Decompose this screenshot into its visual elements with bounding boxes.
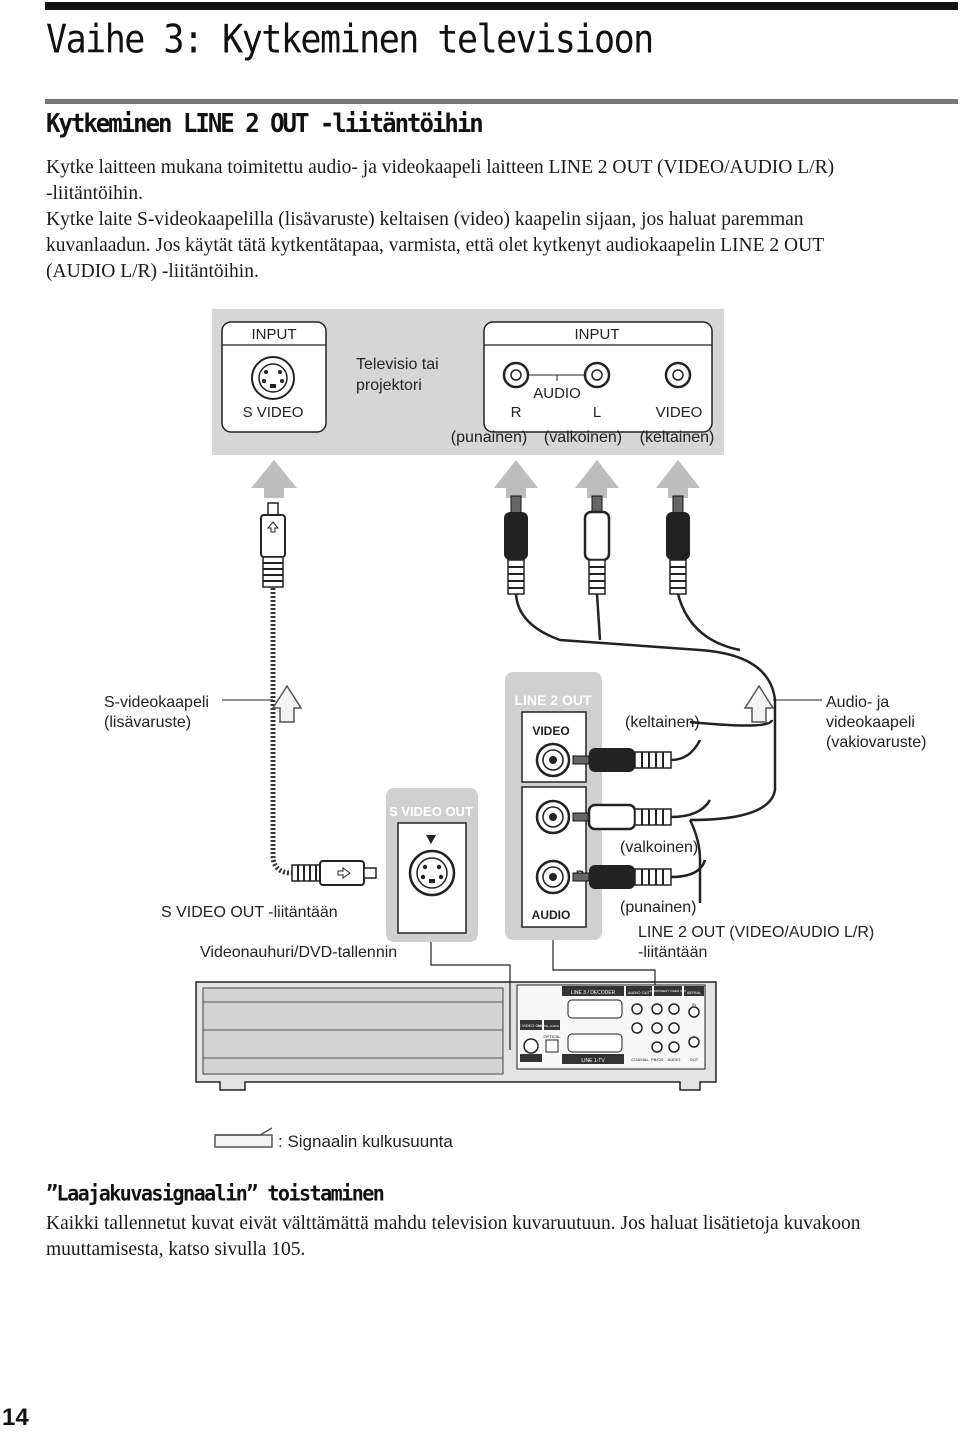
intro-line-1: Kytke laitteen mukana toimitettu audio- … — [46, 157, 835, 178]
av-cable-label-2: videokaapeli — [826, 714, 915, 731]
rear-audio-out-label: AUDIO OUT — [628, 990, 651, 995]
av-cable-label-1: Audio- ja — [826, 694, 889, 711]
section-rule — [45, 99, 958, 104]
tv-video-label: VIDEO — [656, 404, 703, 421]
signal-arrow-icon — [251, 460, 700, 498]
tv-svideo-label: S VIDEO — [243, 404, 304, 421]
connection-diagram: INPUT INPUT S VIDEO Televisio tai projek… — [104, 309, 926, 1151]
line2out-jack-label-2: -liitäntään — [638, 944, 707, 961]
outro-line-2: muuttamisesta, katso sivulla 105. — [46, 1239, 306, 1260]
rca-plugs-side-icon — [572, 748, 672, 889]
title-rule — [45, 2, 958, 10]
white-label: (valkoinen) — [620, 839, 698, 856]
svideo-out-label: S VIDEO OUT — [389, 804, 473, 819]
rear-in-label: IN — [692, 1002, 696, 1007]
signal-arrow-outline-icon — [214, 684, 775, 1148]
panel-video-label: VIDEO — [532, 724, 569, 738]
intro-line-4: kuvanlaadun. Jos käytät tätä kytkentätap… — [46, 235, 825, 256]
svideo-cable — [270, 588, 293, 876]
recorder-rca-jack-icon — [535, 742, 571, 895]
subsection-title: ”Laajakuvasignaalin” toistaminen — [46, 1180, 385, 1206]
intro-line-5: (AUDIO L/R) -liitäntöihin. — [46, 261, 259, 282]
tv-l-label: L — [593, 404, 601, 421]
tv-audio-label: AUDIO — [533, 385, 581, 402]
rear-digital-label: DIGITAL AUDIO OUT — [538, 1024, 567, 1028]
svideo-out-jack-label: S VIDEO OUT -liitäntään — [161, 904, 338, 921]
tv-label-line-2: projektori — [356, 377, 422, 394]
svideo-plug-side-icon — [291, 860, 377, 886]
svideo-cable-label-2: (lisävaruste) — [104, 714, 191, 731]
legend-label: : Signaalin kulkusuunta — [278, 1132, 453, 1151]
tv-input-left-label: INPUT — [252, 326, 297, 343]
rear-audio-label: AUDIO — [668, 1057, 681, 1062]
page-title: Vaihe 3: Kytkeminen televisioon — [46, 18, 654, 63]
color-yellow-label: (keltainen) — [640, 429, 715, 446]
tv-input-right-label: INPUT — [575, 326, 620, 343]
recorder-svideo-jack-icon — [408, 849, 456, 897]
intro-line-2: -liitäntöihin. — [46, 183, 143, 204]
rear-out-label: OUT — [690, 1057, 699, 1062]
color-white-label: (valkoinen) — [544, 429, 622, 446]
rear-svideo-label: S VIDEO OUT — [518, 1023, 544, 1028]
line2out-jack-label-1: LINE 2 OUT (VIDEO/AUDIO L/R) — [638, 924, 874, 941]
rear-optical-label: OPTICAL — [543, 1034, 561, 1039]
line2out-label: LINE 2 OUT — [514, 692, 591, 708]
color-red-label: (punainen) — [451, 429, 528, 446]
svideo-plug-top-icon — [260, 502, 286, 588]
tv-svideo-jack-icon — [251, 356, 295, 400]
section-title: Kytkeminen LINE 2 OUT -liitäntöihin — [46, 108, 484, 139]
tv-rca-jack-icon — [502, 361, 692, 389]
av-cable-red-white — [514, 593, 777, 822]
svideo-cable-label-1: S-videokaapeli — [104, 694, 209, 711]
outro-line-1: Kaikki tallennetut kuvat eivät välttämät… — [46, 1213, 861, 1234]
recorder-label: Videonauhuri/DVD-tallennin — [200, 944, 397, 961]
rear-line1-label: LINE 1-TV — [581, 1058, 605, 1064]
tv-label-line-1: Televisio tai — [356, 356, 439, 373]
rear-line3-label: LINE 3 / DECODER — [571, 990, 616, 996]
red-label: (punainen) — [620, 899, 697, 916]
rca-plugs-top-icon — [504, 495, 690, 595]
yellow-label: (keltainen) — [625, 714, 700, 731]
intro-line-3: Kytke laite S-videokaapelilla (lisävarus… — [46, 209, 804, 230]
av-cable-label-3: (vakiovaruste) — [826, 734, 926, 751]
rear-aerial-label: AERIAL — [687, 990, 702, 995]
rear-pb-label: PB/CB — [651, 1057, 663, 1062]
rear-component-label: COMPONENT VIDEO OUT — [650, 989, 687, 993]
rear-coaxial-label: COAXIAL — [631, 1057, 649, 1062]
page-number: 14 — [2, 1404, 29, 1431]
recorder-rear-panel: LINE 3 / DECODER LINE 1-TV AUDIO OUT COM… — [195, 981, 717, 1091]
panel-audio-label: AUDIO — [532, 908, 571, 922]
tv-r-label: R — [511, 404, 522, 421]
